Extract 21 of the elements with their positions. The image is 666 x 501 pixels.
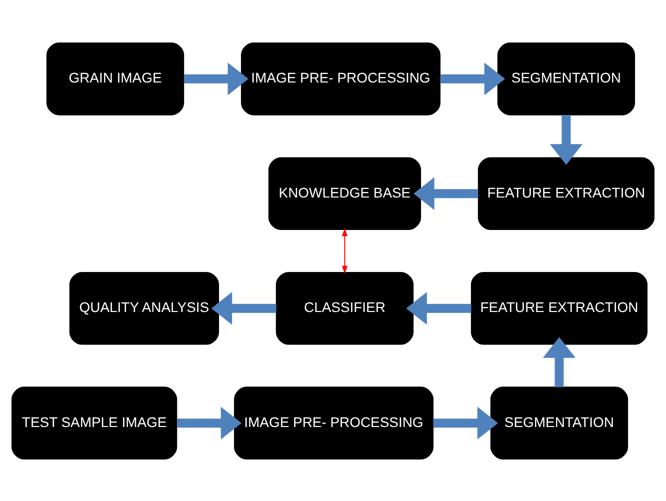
node-box: SEGMENTATION bbox=[497, 42, 636, 115]
arrow bbox=[211, 292, 276, 324]
arrow bbox=[542, 336, 576, 387]
node-box: FEATURE EXTRACTION bbox=[470, 271, 648, 344]
node-box: CLASSIFIER bbox=[276, 271, 414, 344]
node-box: QUALITY ANALYSIS bbox=[69, 271, 220, 344]
arrow bbox=[433, 406, 498, 439]
node-box: IMAGE PRE- PROCESSING bbox=[234, 386, 434, 459]
arrow bbox=[550, 114, 583, 164]
arrow bbox=[342, 228, 348, 274]
node-box: IMAGE PRE- PROCESSING bbox=[240, 42, 440, 115]
node-box: TEST SAMPLE IMAGE bbox=[12, 386, 178, 459]
arrow bbox=[177, 406, 242, 439]
node-box: GRAIN IMAGE bbox=[46, 42, 184, 115]
arrow bbox=[440, 62, 506, 95]
node-box: SEGMENTATION bbox=[490, 386, 628, 459]
arrow bbox=[414, 176, 478, 210]
arrow bbox=[184, 62, 248, 95]
node-box: KNOWLEDGE BASE bbox=[268, 156, 422, 230]
node-box: FEATURE EXTRACTION bbox=[478, 156, 654, 230]
arrow bbox=[406, 292, 472, 324]
